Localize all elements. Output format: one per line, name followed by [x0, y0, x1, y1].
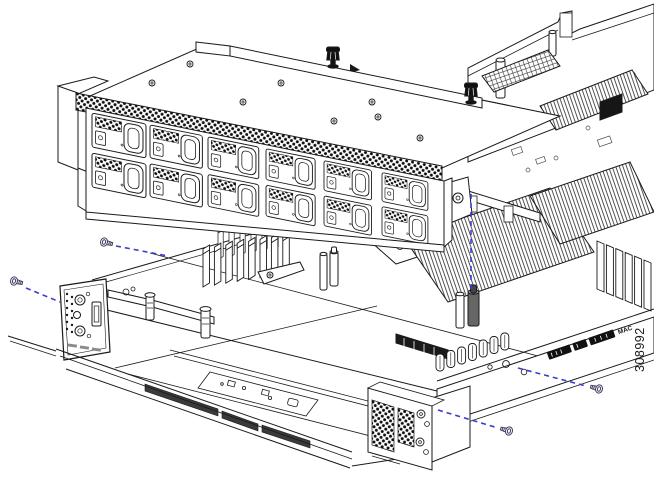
rear-connector-block — [599, 93, 623, 121]
front-panel-board — [59, 278, 111, 361]
panel-silkscreen-text — [67, 343, 102, 352]
cage-rear-bracket — [195, 41, 483, 109]
front-panel-bracket — [107, 261, 305, 339]
dimm-bank-mid — [395, 332, 510, 372]
usb-port — [91, 301, 102, 327]
mac-label: MAC — [617, 325, 634, 337]
psu-corner-vent — [366, 381, 471, 471]
rear-grid-heatsink — [481, 49, 561, 93]
figure-number-label: 308992 — [633, 327, 647, 372]
guide-post-right-pair — [455, 284, 480, 329]
leader-left — [25, 287, 61, 303]
drive-cage-module — [56, 41, 562, 253]
leader-right-upper — [517, 367, 587, 387]
screw-hole-upper — [502, 360, 510, 368]
cage-bottom-lip — [85, 211, 445, 253]
bay-floor-plate — [197, 371, 319, 417]
leader-bottom — [437, 409, 499, 429]
leader-lines — [25, 194, 587, 429]
thumbscrew-left-icon — [326, 46, 340, 69]
guide-post-left-pair — [319, 246, 339, 291]
panel-led — [73, 311, 81, 319]
bay-floor — [61, 298, 438, 449]
thumbscrew-right-icon — [464, 82, 478, 105]
panel-button-bottom — [74, 325, 86, 337]
cage-right-endcap — [443, 177, 453, 249]
panel-button-top — [74, 294, 86, 306]
chassis-label-strip: MAC — [546, 325, 634, 360]
alignment-arrow-mark — [350, 64, 360, 73]
cpu2-heatsink — [529, 161, 654, 245]
